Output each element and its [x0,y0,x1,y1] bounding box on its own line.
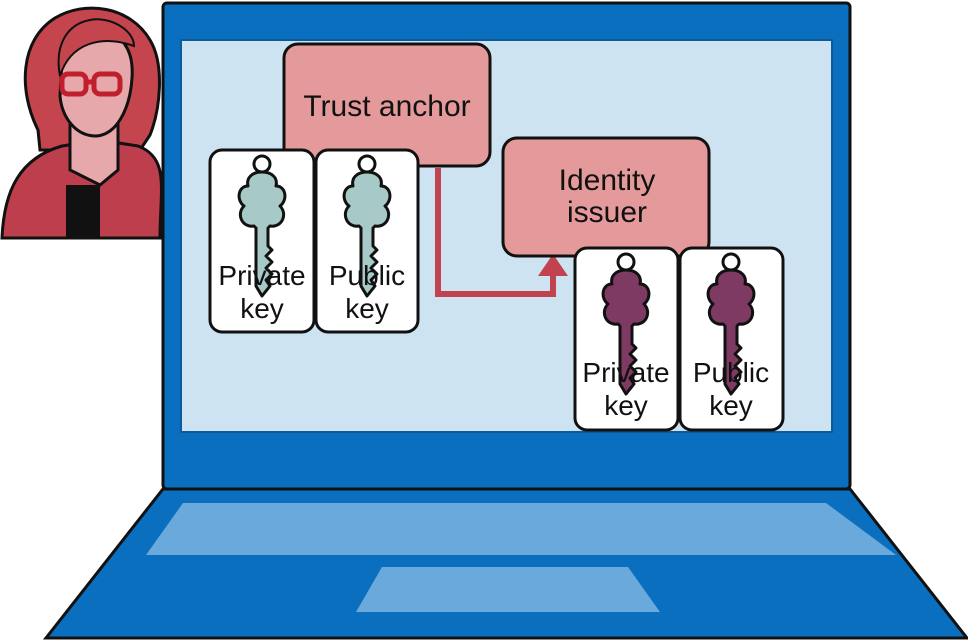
key-label-line1: Public [693,357,769,388]
laptop [42,1,968,640]
person-bangs [57,18,136,77]
identity-issuer-node: Identity issuer [501,136,711,258]
identity-issuer-private-key-card: Private key [573,246,680,432]
key-label-line1: Private [582,357,669,388]
arrowhead-icon [538,254,568,276]
person-illustration [0,6,163,240]
trust-anchor-public-key-card: Public key [314,148,420,334]
key-label-line2: key [240,293,284,324]
key-label-line1: Public [329,260,405,291]
laptop-keyboard-area [146,503,896,555]
trust-anchor-node: Trust anchor [282,42,492,168]
glasses-icon [59,71,123,97]
laptop-touchpad [356,567,660,612]
trust-anchor-label: Trust anchor [303,90,470,123]
connector-line [435,168,556,297]
identity-issuer-label-line2: issuer [567,196,647,229]
key-label-line1: Private [218,260,305,291]
identity-issuer-label-line1: Identity [559,164,656,197]
connector-arrow [435,168,568,297]
key-label-line2: key [604,390,648,421]
key-label-line2: key [345,293,389,324]
key-label-line2: key [709,390,753,421]
trust-anchor-private-key-card: Private key [208,148,316,334]
person-shirt [66,185,100,238]
identity-issuer-public-key-card: Public key [678,246,785,432]
